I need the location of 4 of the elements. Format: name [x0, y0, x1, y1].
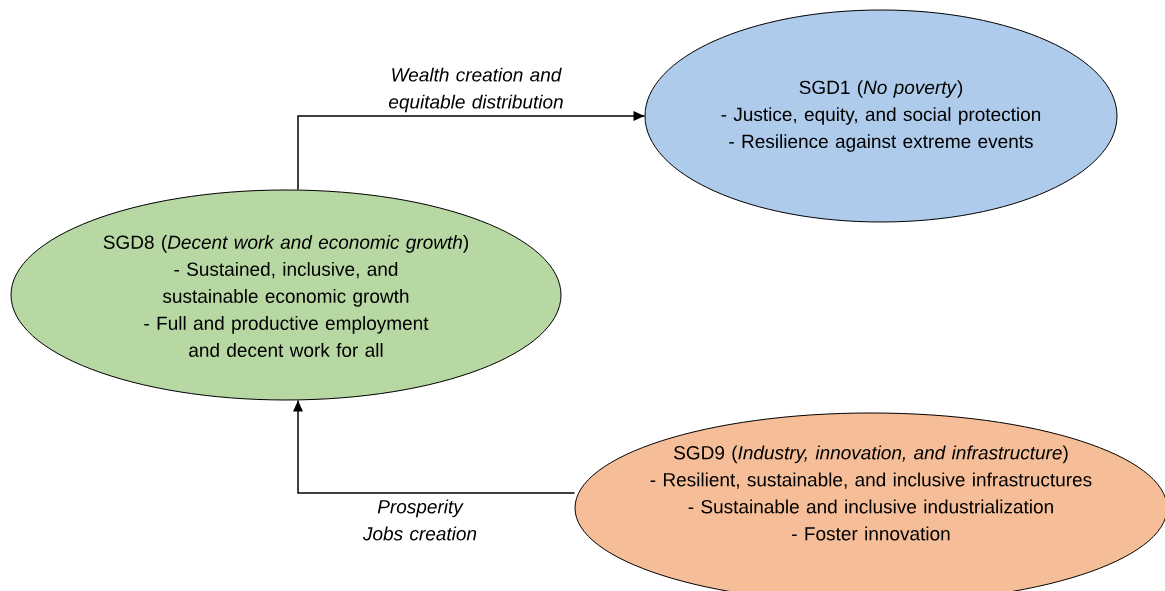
edge-label: Wealth creation and equitable distribution	[389, 67, 563, 113]
arrow	[297, 111, 646, 191]
arrow	[293, 399, 576, 494]
edge-label: Prosperity Jobs creation	[362, 499, 477, 541]
